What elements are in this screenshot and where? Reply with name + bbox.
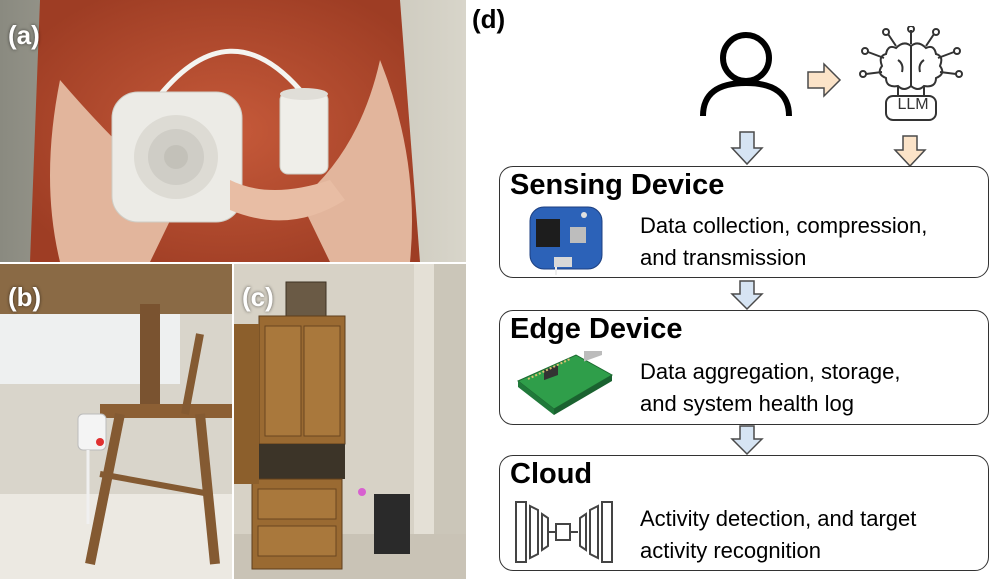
photo-c-illustration	[234, 264, 466, 579]
photo-panel-a: (a)	[0, 0, 466, 262]
box-title: Edge Device	[510, 313, 683, 345]
box-description-line: Activity detection, and target	[640, 506, 917, 531]
photo-panel-c: (c)	[234, 264, 466, 579]
arrow-right-icon	[807, 62, 842, 98]
panel-label-a: (a)	[8, 20, 40, 50]
box-title: Cloud	[510, 458, 593, 490]
arrow-down-icon	[893, 135, 927, 168]
cloud-box: Cloud Activity detection, and target act…	[499, 455, 989, 571]
box-description-line: Data collection, compression,	[640, 213, 928, 238]
panel-label-d: (d)	[472, 4, 506, 34]
photo-a-illustration	[0, 0, 466, 262]
panel-label-b: (b)	[8, 282, 42, 312]
panel-label-c: (c)	[242, 282, 274, 312]
box-description-line: Data aggregation, storage,	[640, 359, 901, 384]
box-title: Sensing Device	[510, 169, 725, 201]
arrow-down-icon	[730, 131, 764, 166]
llm-label: LLM	[897, 96, 929, 113]
neural-network-icon	[515, 501, 613, 563]
sensor-board-icon	[529, 206, 603, 275]
photo-b-illustration	[0, 264, 232, 579]
person-icon	[700, 32, 792, 117]
raspberry-pi-icon	[517, 351, 614, 415]
llm-brain-icon	[859, 26, 963, 121]
box-description-line: activity recognition	[640, 538, 821, 563]
arrow-down-icon	[730, 425, 764, 456]
arrow-down-icon	[730, 280, 764, 311]
box-description-line: and transmission	[640, 245, 807, 270]
box-description-line: and system health log	[640, 391, 855, 416]
photo-panel-b: (b)	[0, 264, 232, 579]
edge-device-box: Edge Device Data aggregation, storage, a…	[499, 310, 989, 425]
sensing-device-box: Sensing Device Data collection, compress…	[499, 166, 989, 278]
